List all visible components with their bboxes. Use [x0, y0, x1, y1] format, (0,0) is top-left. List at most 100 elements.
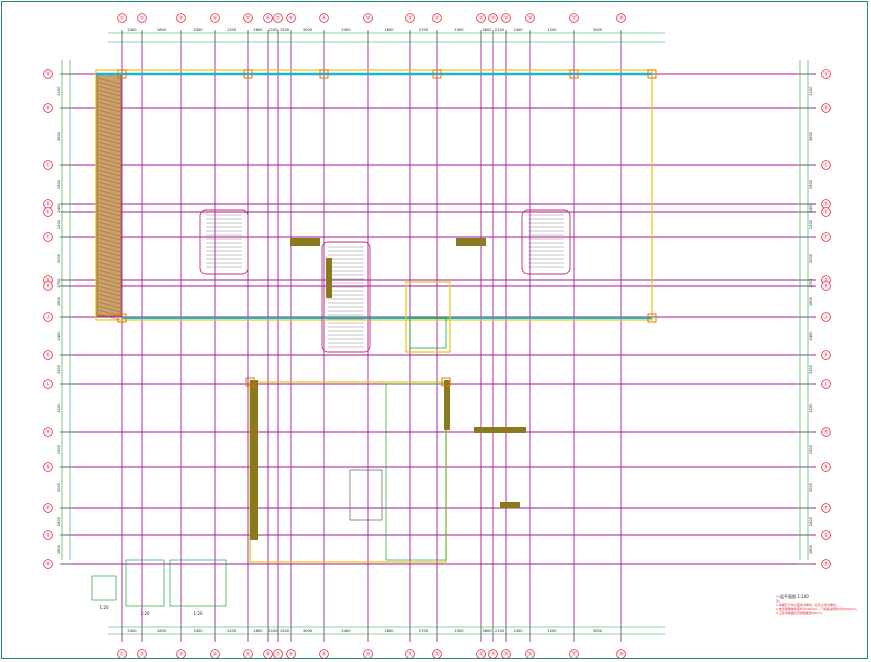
axis-bubble-label: Ⓡ: [823, 561, 828, 568]
hatch-line: [97, 193, 121, 201]
axis-bubble-label: Ⓕ: [45, 234, 50, 241]
hatch-line: [97, 109, 121, 117]
dimension-label: 1200: [227, 28, 237, 32]
hatch-line: [97, 293, 121, 301]
dimension-label: 1200: [227, 629, 237, 633]
axis-bubble: [569, 13, 579, 23]
dimension-label: 2700: [419, 629, 429, 633]
hatch-line: [97, 281, 121, 289]
axis-bubble-label: Ⓑ: [45, 105, 50, 112]
axis-bubble: [821, 462, 831, 472]
axis-bubble: [501, 13, 511, 23]
axis-bubble: [43, 350, 53, 360]
dimension-label: 2100: [57, 86, 61, 96]
dimension-lines: [59, 30, 811, 637]
hatch-line: [97, 157, 121, 165]
axis-bubble-label: ③: [179, 652, 183, 658]
hatch-line: [97, 225, 121, 233]
hatch-line: [97, 121, 121, 129]
dimension-label: 1800: [57, 296, 61, 306]
building-outline: [95, 69, 653, 321]
axis-bubble: [43, 69, 53, 79]
axis-bubble-label: Ⓗ: [823, 283, 828, 290]
hatch-line: [97, 173, 121, 181]
axis-bubble: [176, 13, 186, 23]
axis-bubble-label: Ⓙ: [823, 314, 828, 321]
dimension-label: 2400: [127, 28, 137, 32]
detail-frame: [125, 559, 165, 607]
elevator-shaft: [405, 281, 451, 353]
hatch-line: [97, 189, 121, 197]
hatch-line: [97, 153, 121, 161]
structural-column: [441, 377, 451, 387]
dimension-label: 1500: [454, 629, 464, 633]
hatched-wall: [96, 73, 122, 317]
axis-bubble-label: Ⓔ: [823, 209, 828, 216]
hatch-line: [97, 145, 121, 153]
dimension-label: 3000: [57, 253, 61, 263]
hatch-line: [97, 133, 121, 141]
axis-bubble-label: ⑰: [571, 15, 576, 22]
wall-segment: [456, 238, 486, 246]
axis-bubble: [616, 13, 626, 23]
axis-bubble-label: Ⓕ: [823, 234, 828, 241]
note-line: 2.未注明墙体厚度均为200mm，门垛除注明外均为100mm。: [776, 607, 860, 611]
detail-frame: [169, 559, 227, 607]
dimension-label: 3000: [57, 482, 61, 492]
hatch-line: [97, 177, 121, 185]
dimension-label: 3300: [809, 364, 813, 374]
hatch-line: [97, 85, 121, 93]
hatch-line: [97, 165, 121, 173]
axis-bubble-label: ④: [213, 16, 218, 22]
axis-bubble-label: Ⓙ: [45, 314, 50, 321]
axis-bubble: [432, 13, 442, 23]
dimension-labels: 2400240018001800330033001200120028002800…: [57, 28, 813, 633]
dimension-label: 1800: [57, 544, 61, 554]
axis-bubble: [821, 379, 831, 389]
hatch-line: [97, 297, 121, 305]
axis-bubble-label: ⑭: [490, 651, 495, 658]
dimension-label: 2400: [341, 629, 351, 633]
hatch-line: [97, 289, 121, 297]
stair-core: [321, 241, 371, 353]
axis-bubble: [43, 530, 53, 540]
axis-bubble-label: Ⓟ: [823, 505, 828, 512]
axis-bubble: [363, 13, 373, 23]
axis-bubble: [210, 13, 220, 23]
note-line: 3.卫生间地面比同层楼面低20mm。: [776, 611, 825, 615]
axis-bubble-label: Ⓜ: [823, 429, 828, 436]
axis-bubble-label: ⑱: [618, 15, 623, 22]
stair-core: [199, 209, 249, 275]
axis-bubble: [273, 13, 283, 23]
axis-bubble: [821, 281, 831, 291]
axis-bubble-label: Ⓚ: [45, 352, 50, 359]
structural-column: [245, 377, 255, 387]
hatch-line: [97, 269, 121, 277]
axis-bubble-label: Ⓗ: [45, 283, 50, 290]
dimension-label: 3000: [303, 28, 313, 32]
general-notes: 一层平面图 1:100 注： 1.本图尺寸均以毫米为单位，标高以米为单位。 2.…: [776, 594, 866, 615]
dimension-label: 3000: [809, 253, 813, 263]
structural-column: [569, 69, 579, 79]
wall-segment: [444, 380, 450, 430]
wall-segment: [474, 427, 526, 433]
dimension-label: 3600: [57, 131, 61, 141]
axis-bubble: [263, 13, 273, 23]
dimension-label: 1200: [57, 219, 61, 229]
axis-bubble: [43, 427, 53, 437]
dimension-label: 1500: [809, 444, 813, 454]
dimension-label: 2800: [253, 629, 263, 633]
axis-bubble: [286, 13, 296, 23]
dimension-label: 3000: [593, 629, 603, 633]
axis-bubble-label: ①: [120, 16, 125, 22]
axis-bubble-label: ⑥: [266, 16, 271, 22]
hatch-line: [97, 125, 121, 133]
axis-bubble-label: ②: [140, 16, 145, 22]
wall-outline: [95, 69, 657, 563]
hatch-line: [97, 129, 121, 137]
hatch-line: [97, 93, 121, 101]
dimension-label: 2400: [341, 28, 351, 32]
